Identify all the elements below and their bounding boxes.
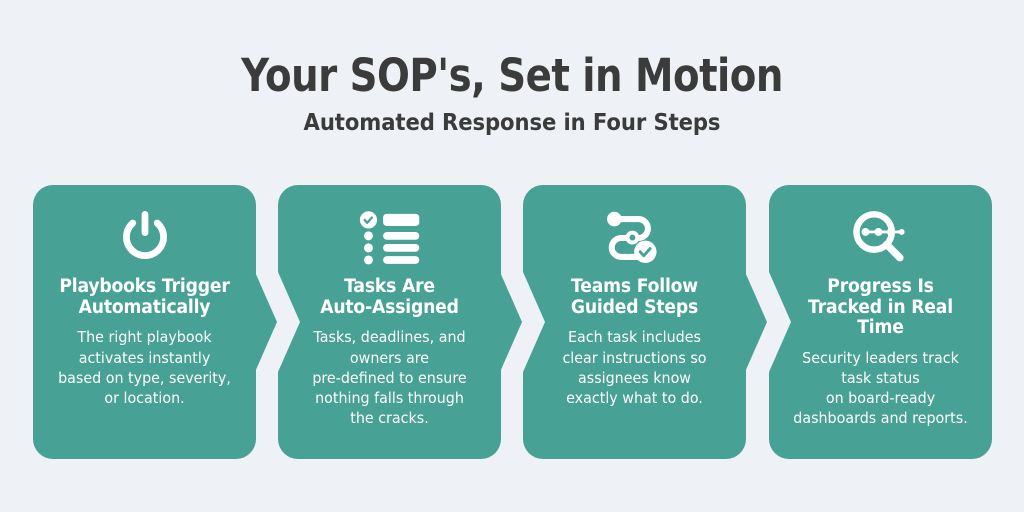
chevron-point-1 bbox=[255, 272, 277, 372]
page-subtitle: Automated Response in Four Steps bbox=[303, 110, 721, 137]
magnifier-progress-icon bbox=[780, 205, 981, 271]
infographic-header: Your SOP's, Set in Motion Automated Resp… bbox=[0, 0, 1024, 137]
step-body: Tasks, deadlines, and owners are pre-def… bbox=[312, 328, 467, 427]
steps-container: Playbooks Trigger Automatically The righ… bbox=[33, 185, 992, 459]
step-body: Security leaders track task status on bo… bbox=[793, 349, 968, 428]
route-check-icon bbox=[534, 205, 735, 271]
step-body: The right playbook activates instantly b… bbox=[58, 328, 231, 407]
step-card-4: Progress Is Tracked in Real Time Securit… bbox=[769, 185, 992, 459]
step-title: Playbooks Trigger Automatically bbox=[59, 276, 230, 318]
step-title: Progress Is Tracked in Real Time bbox=[808, 276, 953, 339]
step-title: Tasks Are Auto-Assigned bbox=[320, 276, 459, 318]
step-card-2: Tasks Are Auto-Assigned Tasks, deadlines… bbox=[278, 185, 522, 459]
power-icon bbox=[44, 205, 245, 271]
chevron-point-3 bbox=[745, 272, 767, 372]
step-title: Teams Follow Guided Steps bbox=[570, 276, 699, 318]
checklist-icon bbox=[289, 205, 490, 271]
chevron-point-2 bbox=[500, 272, 522, 372]
page-title: Your SOP's, Set in Motion bbox=[241, 49, 783, 102]
step-card-1: Playbooks Trigger Automatically The righ… bbox=[33, 185, 277, 459]
step-card-3: Teams Follow Guided Steps Each task incl… bbox=[523, 185, 767, 459]
step-body: Each task includes clear instructions so… bbox=[562, 328, 707, 407]
